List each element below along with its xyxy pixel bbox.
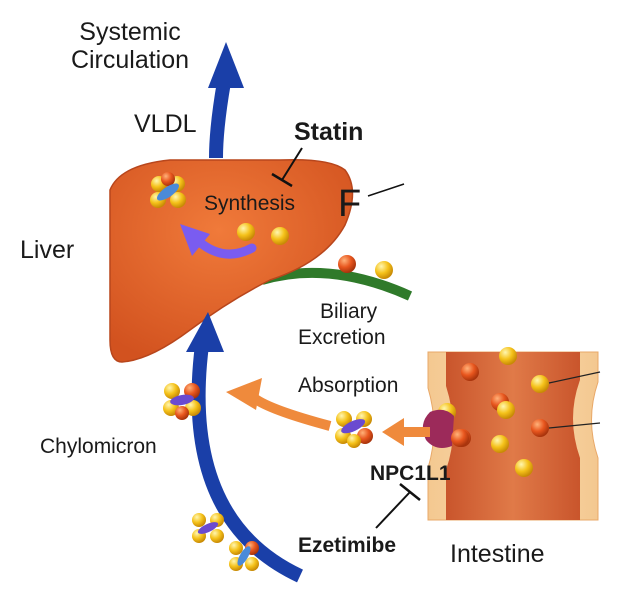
absorption-label: Absorption (298, 374, 398, 397)
circulating-cluster (192, 513, 224, 543)
enterocyte-arrowhead (382, 418, 404, 446)
ezetimibe-inhibition-icon (375, 483, 421, 529)
synthesis-label: Synthesis (204, 192, 295, 215)
lipoprotein-cluster-liver (150, 172, 186, 208)
npc1l1-transporter-icon (422, 409, 469, 448)
absorption-arrow (251, 393, 332, 431)
pointer-line (548, 371, 601, 384)
uptake-arrowhead (186, 312, 224, 352)
vldl-arrow (209, 80, 231, 159)
intestine-particles (438, 347, 549, 477)
vldl-label: VLDL (134, 110, 197, 138)
chylomicron-cluster (163, 383, 201, 420)
statin-label: Statin (294, 118, 363, 146)
biliary-label: Biliary (320, 300, 378, 323)
pointer-line (548, 422, 601, 429)
intestine-icon (427, 351, 599, 521)
intestine-label: Intestine (450, 540, 545, 568)
liver-icon (109, 158, 354, 363)
absorption-arrowhead (226, 378, 262, 410)
bile-particles (338, 255, 393, 279)
excretion-label: Excretion (298, 326, 386, 349)
synthesis-arrowhead (180, 224, 210, 256)
panel-pointer-line (367, 183, 405, 197)
ezetimibe-label: Ezetimibe (298, 534, 396, 557)
panel-letter: F (338, 183, 361, 225)
liver-label: Liver (20, 236, 74, 264)
chylomicron-label: Chylomicron (40, 435, 157, 458)
npc1l1-label: NPC1L1 (370, 462, 451, 485)
circulation-label: Circulation (71, 46, 189, 74)
statin-inhibition-icon (271, 147, 303, 188)
systemic-label: Systemic (79, 18, 180, 46)
liver-particles (237, 223, 289, 245)
vldl-arrowhead (208, 42, 244, 88)
synthesis-arrow (197, 239, 257, 259)
circulating-cluster (229, 541, 259, 571)
lipoprotein-cluster-intestine (335, 411, 373, 448)
